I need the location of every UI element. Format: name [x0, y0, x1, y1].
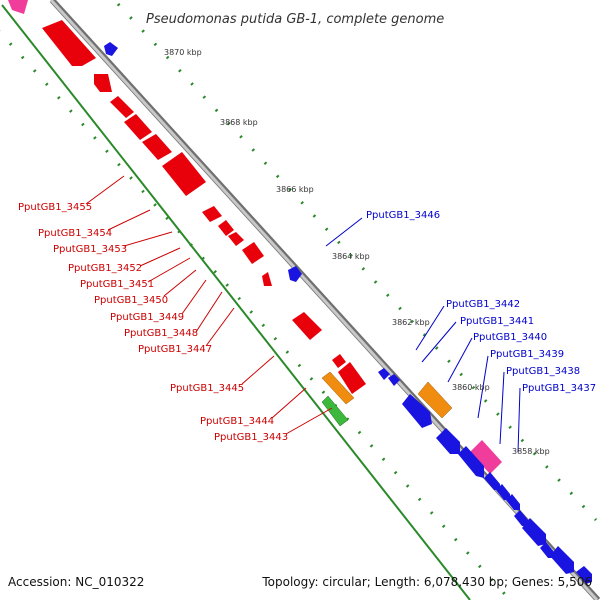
gene-label[interactable]: PputGB1_3452	[68, 263, 142, 274]
pink-feature-right	[470, 440, 502, 474]
gene-label[interactable]: PputGB1_3448	[124, 328, 198, 339]
gene-label[interactable]: PputGB1_3450	[94, 295, 168, 306]
gene-label[interactable]: PputGB1_3442	[446, 299, 520, 310]
gene-reverse	[262, 272, 272, 286]
gene-reverse	[110, 96, 134, 118]
misc-features	[321, 371, 502, 474]
green-feature	[321, 395, 349, 427]
kbp-tick-label: 3866 kbp	[276, 185, 314, 194]
gene-forward	[288, 266, 302, 282]
gene-label[interactable]: PputGB1_3444	[200, 416, 274, 427]
gene-forward	[506, 494, 520, 510]
gene-label[interactable]: PputGB1_3439	[490, 349, 564, 360]
gene-forward	[402, 394, 432, 428]
gene-label[interactable]: PputGB1_3454	[38, 228, 112, 239]
gene-reverse	[292, 312, 322, 340]
gene-forward	[522, 518, 546, 546]
genome-title: Pseudomonas putida GB-1, complete genome	[146, 12, 444, 27]
gene-label[interactable]: PputGB1_3453	[53, 244, 127, 255]
gene-reverse	[218, 220, 234, 236]
kbp-tick-label: 3868 kbp	[220, 118, 258, 127]
forward-strand-genes	[104, 42, 592, 584]
kbp-tick-label: 3858 kbp	[512, 447, 550, 456]
gene-reverse	[202, 206, 222, 222]
orange-feature-right	[417, 381, 453, 419]
gene-forward	[540, 542, 554, 558]
right-gene-labels: PputGB1_3446 PputGB1_3442 PputGB1_3441 P…	[366, 210, 596, 394]
gene-reverse	[338, 362, 366, 394]
gene-forward	[496, 484, 510, 500]
gene-reverse	[94, 74, 112, 92]
gene-forward	[104, 42, 118, 56]
feature-tick-track	[1, 4, 471, 600]
left-gene-labels: PputGB1_3455 PputGB1_3454 PputGB1_3453 P…	[18, 202, 288, 443]
kbp-tick-label: 3860 kbp	[452, 383, 490, 392]
orange-feature	[321, 371, 355, 405]
gene-label[interactable]: PputGB1_3447	[138, 344, 212, 355]
kbp-tick-label: 3862 kbp	[392, 318, 430, 327]
gene-forward	[388, 374, 400, 386]
gene-label[interactable]: PputGB1_3441	[460, 316, 534, 327]
gene-reverse	[42, 20, 96, 66]
gene-reverse	[228, 232, 244, 246]
gene-label[interactable]: PputGB1_3443	[214, 432, 288, 443]
gene-forward	[484, 472, 500, 490]
gene-label[interactable]: PputGB1_3437	[522, 383, 596, 394]
gene-forward	[436, 428, 460, 454]
gene-label[interactable]: PputGB1_3438	[506, 366, 580, 377]
accession-label: Accession: NC_010322	[8, 575, 144, 589]
gene-reverse	[242, 242, 264, 264]
kbp-tick-labels: 3870 kbp 3868 kbp 3866 kbp 3864 kbp 3862…	[164, 48, 550, 456]
gene-label[interactable]: PputGB1_3445	[170, 383, 244, 394]
reverse-strand-genes	[42, 20, 366, 394]
gene-forward	[458, 446, 484, 478]
gene-label[interactable]: PputGB1_3449	[110, 312, 184, 323]
gene-forward	[378, 368, 390, 380]
kbp-tick-label: 3870 kbp	[164, 48, 202, 57]
right-label-connectors	[325, 217, 521, 453]
left-label-connectors	[85, 175, 333, 435]
genome-summary-label: Topology: circular; Length: 6,078,430 bp…	[261, 575, 592, 589]
gene-reverse	[142, 134, 172, 160]
inner-dotted-track	[0, 29, 512, 600]
gene-forward	[576, 566, 592, 584]
outer-dotted-track	[116, 2, 598, 522]
gene-label[interactable]: PputGB1_3440	[473, 332, 547, 343]
pink-feature-top	[8, 0, 28, 14]
gene-label[interactable]: PputGB1_3446	[366, 210, 440, 221]
kbp-tick-label: 3864 kbp	[332, 252, 370, 261]
gene-reverse	[332, 354, 346, 368]
gene-forward	[514, 510, 528, 526]
gene-reverse	[162, 152, 206, 196]
gene-label[interactable]: PputGB1_3455	[18, 202, 92, 213]
gene-reverse	[124, 114, 152, 140]
gene-forward	[550, 546, 574, 574]
gene-label[interactable]: PputGB1_3451	[80, 279, 154, 290]
